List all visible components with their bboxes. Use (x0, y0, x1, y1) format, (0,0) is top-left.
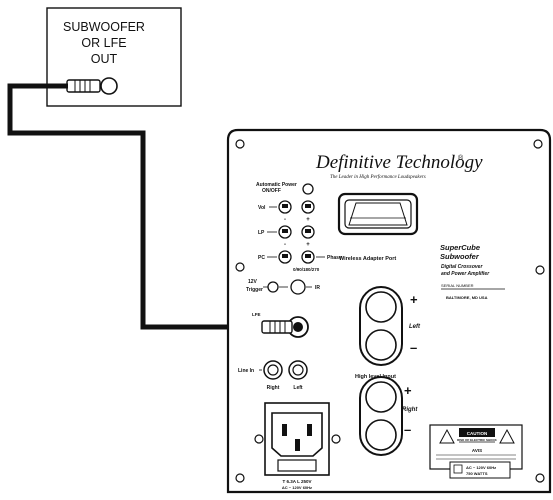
rating-watts: 750 WATTS (466, 471, 488, 476)
brand-tagline: The Leader in High Performance Loudspeak… (330, 175, 426, 180)
auto-power-indicator (302, 183, 314, 195)
caution-title: CAUTION (467, 431, 488, 436)
power-inlet (254, 402, 341, 476)
high-level-left-terminal (359, 286, 403, 366)
source-label-line2: OR LFE (81, 36, 126, 50)
high-level-right-terminal (359, 376, 403, 456)
auto-power-sublabel: ON/OFF (262, 188, 281, 194)
phase-freq-label: 0/90/180/270 (293, 267, 320, 272)
brand-registered-mark: ® (458, 154, 464, 162)
line-in-label: Line In (238, 368, 254, 374)
made-in-label: BALTIMORE, MD USA (446, 295, 488, 300)
source-rca-plug (66, 79, 101, 93)
serial-label: SERIAL NUMBER (441, 283, 474, 288)
vol-label: Vol (258, 205, 266, 211)
caution-subtitle: RISK OF ELECTRIC SHOCK (457, 438, 498, 442)
left-minus-sign: – (410, 340, 417, 355)
trigger-jack (267, 281, 279, 293)
source-rca-jack (100, 77, 118, 95)
fuse-label: T 6.3A L 250V (282, 479, 311, 484)
subwoofer-panel: Definitive Technology ® The Leader in Hi… (226, 128, 552, 494)
line-in-right-label: Right (267, 385, 280, 391)
mounting-screws (235, 139, 545, 483)
rating-voltage: AC ~ 120V 60Hz (466, 465, 496, 470)
source-label-line1: SUBWOOFER (63, 20, 145, 34)
trigger-label-1: 12V (248, 279, 258, 285)
model-line1: SuperCube (440, 243, 480, 252)
line-in-left-label: Left (293, 385, 303, 391)
adapter-label: Wireless Adapter Port (339, 256, 396, 262)
pc-label: PC (258, 255, 265, 261)
source-device: SUBWOOFER OR LFE OUT (46, 7, 182, 107)
vol-plus: + (306, 217, 310, 223)
right-plus-sign: + (404, 383, 412, 398)
right-minus-sign: – (404, 422, 411, 437)
wireless-adapter-port (337, 192, 419, 236)
auto-power-label: Automatic Power (256, 182, 297, 188)
source-label-line3: OUT (91, 52, 118, 66)
trigger-label-2: Trigger (246, 287, 263, 293)
model-line3: Digital Crossover (441, 264, 483, 270)
vol-minus: - (284, 217, 286, 223)
brand-logo: Definitive Technology (315, 152, 483, 173)
ir-label: IR (315, 285, 320, 291)
model-line2: Subwoofer (440, 252, 480, 261)
right-speaker-label: Right (402, 407, 418, 413)
phase-label: Phase (327, 255, 342, 261)
left-speaker-label: Left (409, 324, 421, 330)
ir-jack (290, 279, 306, 295)
caution-avis: AVIS (472, 448, 482, 453)
rca-cable (7, 83, 284, 330)
fuse-holder (277, 459, 317, 472)
left-plus-sign: + (410, 292, 418, 307)
model-line4: and Power Amplifier (441, 271, 490, 277)
lp-minus: - (284, 242, 286, 248)
lfe-rca-plug (261, 320, 293, 334)
rating-label (449, 461, 511, 479)
lp-plus: + (306, 242, 310, 248)
power-rating-label: AC ~ 120V 60Hz (282, 485, 312, 490)
lfe-label: LFE (252, 312, 261, 317)
lp-label: LP (258, 230, 265, 236)
